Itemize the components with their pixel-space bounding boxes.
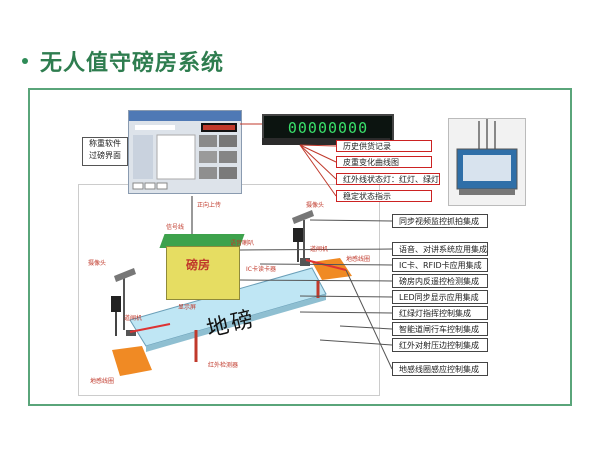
connector-right-2 [259,263,393,266]
callout-barrier-control: 智能道闸行车控制集成 [392,322,488,336]
right-camera [292,210,314,224]
connector-right-5 [299,311,393,314]
label-ic-reader: IC卡读卡器 [246,266,276,273]
connector-right-7 [319,339,393,346]
callout-infrared-edge: 红外对射压边控制集成 [392,338,488,352]
weigh-house-label: 磅房 [186,258,211,272]
label-barrier-left: 道闸机 [124,315,143,322]
title-bullet [22,58,28,64]
label-voice-horn: 语音喇叭 [230,240,255,247]
left-barrier-base [126,330,136,336]
connector-right-3 [239,279,393,282]
callout-traffic-light: 红绿灯指挥控制集成 [392,306,488,320]
callout-voice-intercom: 语音、对讲系统应用集成 [392,242,488,256]
label-signal-line: 信号线 [166,224,185,231]
callout-line-3 [299,144,337,180]
connector-right-0 [309,219,393,222]
callout-tare-curve: 皮重变化曲线图 [336,156,432,168]
ground-loop-left [112,346,152,376]
software-label: 称重软件 过磅界面 [82,137,128,166]
callout-line-2 [299,144,337,163]
software-label-line1: 称重软件 [89,139,121,148]
scale-platform-edge [146,294,326,352]
control-cabinet [448,118,526,206]
label-camera-top: 摄像头 [306,202,325,209]
left-barrier-arm [129,323,171,333]
label-upload: 正向上传 [197,202,222,209]
label-barrier-right: 道闸机 [310,246,329,253]
label-camera-left: 摄像头 [88,260,107,267]
label-loop-right: 地感线圈 [346,256,371,263]
callout-led-sync: LED同步显示应用集成 [392,290,488,304]
callout-ic-rfid: IC卡、RFID卡应用集成 [392,258,488,272]
left-traffic-light [111,296,121,312]
connector-right-6 [339,325,393,330]
connector-right-8 [345,269,393,370]
page-title: 无人值守磅房系统 [40,51,225,76]
label-loop-left: 地感线圈 [90,378,115,385]
left-camera [114,268,136,282]
title-row: 无人值守磅房系统 [22,44,224,78]
connector-right-1 [239,248,393,251]
callout-ground-loop: 地感线圈感应控制集成 [392,362,488,376]
callout-anti-remote: 磅房内反遥控检测集成 [392,274,488,288]
software-screenshot [128,110,242,194]
label-infrared: 红外检测器 [208,362,239,369]
led-status-bar [262,138,390,145]
weigh-house [166,246,240,300]
callout-line-1 [299,144,337,147]
callout-line-4 [299,144,337,197]
right-traffic-light [293,228,303,242]
callout-video-capture: 同步视频监控抓拍集成 [392,214,488,228]
software-label-line2: 过磅界面 [89,151,121,160]
connector-right-4 [299,295,393,298]
right-barrier-base [300,258,310,266]
callout-history: 历史供货记录 [336,140,432,152]
cabinet-graphic [456,119,518,195]
screenshot-graphic [129,111,241,190]
callout-infrared-lights: 红外线状态灯：红灯、绿灯 [336,173,440,185]
label-display: 显示屏 [178,304,197,311]
callout-stable-status: 稳定状态指示 [336,190,432,202]
